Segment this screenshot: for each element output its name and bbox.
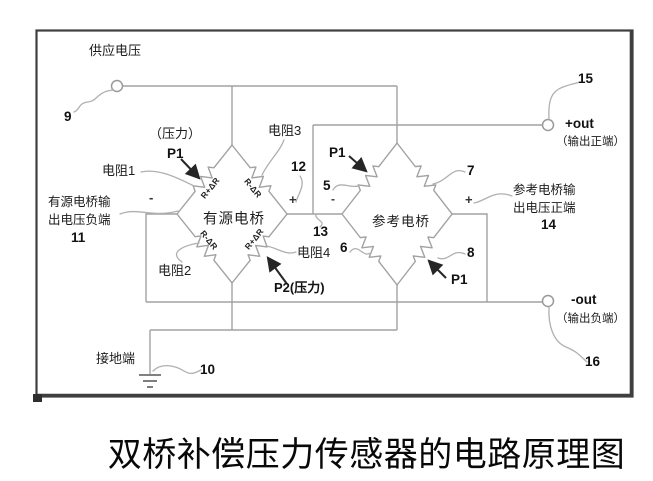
arrow-p1-active bbox=[180, 158, 201, 180]
label-negout: -out bbox=[571, 292, 597, 307]
label-12: 12 bbox=[291, 159, 307, 174]
active-resistor-bottom-left bbox=[176, 213, 233, 284]
label-p1-ref-top: P1 bbox=[329, 145, 346, 160]
active-resistor-top-left bbox=[176, 144, 233, 215]
label-plus-active: + bbox=[289, 192, 297, 207]
wires bbox=[117, 85, 548, 374]
label-9: 9 bbox=[64, 109, 72, 124]
label-plus-ref: + bbox=[465, 192, 473, 207]
label-6: 6 bbox=[340, 240, 348, 255]
label-11: 11 bbox=[71, 230, 86, 245]
label-resistor3: 电阻3 bbox=[268, 123, 302, 138]
figure-border bbox=[33, 29, 634, 402]
ground-icon bbox=[139, 374, 161, 388]
label-ref-out-pos: 参考电桥输 出电压正端 bbox=[513, 183, 576, 215]
label-10: 10 bbox=[200, 362, 216, 377]
label-ref-bridge: 参考电桥 bbox=[372, 214, 430, 229]
label-posout-sub: （输出正端） bbox=[556, 136, 625, 148]
label-resistor1: 电阻1 bbox=[102, 163, 136, 178]
leader-7 bbox=[432, 170, 466, 185]
label-resistor4: 电阻4 bbox=[297, 245, 331, 260]
active-resistor-bottom-right bbox=[231, 213, 288, 284]
label-15: 15 bbox=[578, 71, 594, 86]
negout-terminal-icon bbox=[541, 294, 555, 308]
leader-resistor4 bbox=[265, 245, 297, 254]
label-posout: +out bbox=[565, 116, 594, 131]
leader-12 bbox=[295, 175, 303, 203]
wire-active-left-rail bbox=[145, 213, 177, 302]
ref-resistor-top-left bbox=[341, 142, 398, 215]
label-8: 8 bbox=[467, 245, 475, 260]
label-active-out-neg: 有源电桥输 出电压负端 bbox=[48, 195, 111, 227]
leader-lines bbox=[73, 81, 588, 375]
label-14: 14 bbox=[541, 217, 557, 232]
leader-11 bbox=[119, 210, 179, 215]
arrow-p2-active bbox=[266, 256, 288, 285]
posout-terminal-icon bbox=[541, 118, 555, 132]
leader-resistor3 bbox=[261, 139, 285, 176]
leader-resistor2 bbox=[175, 242, 200, 263]
label-7: 7 bbox=[467, 163, 475, 178]
leader-14 bbox=[473, 193, 513, 204]
label-p2-pressure: P2(压力) bbox=[274, 280, 325, 295]
ref-resistor-top-right bbox=[396, 142, 453, 215]
supply-terminal-icon bbox=[110, 79, 124, 93]
wire-ref-right-rail bbox=[452, 213, 488, 302]
leader-9 bbox=[73, 89, 114, 113]
leader-5 bbox=[332, 184, 362, 191]
label-negout-sub: （输出负端） bbox=[556, 313, 625, 325]
pressure-arrows bbox=[180, 155, 447, 285]
arrow-p1-ref-top bbox=[348, 155, 368, 173]
label-p1-active: P1 bbox=[167, 146, 184, 161]
ref-resistor-bottom-right bbox=[396, 213, 453, 286]
label-5: 5 bbox=[323, 178, 331, 193]
reference-bridge bbox=[341, 142, 453, 286]
label-p1-ref-bottom: P1 bbox=[451, 272, 468, 287]
border-corner-mark bbox=[33, 394, 42, 402]
leader-15 bbox=[548, 81, 581, 120]
label-ground: 接地端 bbox=[96, 351, 136, 366]
arrow-p1-ref-bottom bbox=[427, 259, 447, 279]
leader-16 bbox=[548, 306, 588, 363]
label-supply-voltage: 供应电压 bbox=[89, 43, 142, 58]
leader-13 bbox=[315, 213, 323, 228]
label-minus-ref: - bbox=[331, 192, 335, 206]
leader-8 bbox=[437, 251, 466, 260]
label-16: 16 bbox=[585, 354, 601, 369]
label-resistor2: 电阻2 bbox=[158, 263, 192, 278]
leader-10 bbox=[152, 365, 202, 375]
label-active-bridge: 有源电桥 bbox=[203, 211, 265, 228]
active-resistor-top-right bbox=[231, 144, 288, 215]
figure-caption: 双桥补偿压力传感器的电路原理图 bbox=[107, 437, 626, 474]
label-13: 13 bbox=[313, 224, 329, 239]
leader-resistor1 bbox=[140, 170, 195, 187]
label-pressure: （压力） bbox=[149, 126, 202, 141]
label-minus-active: - bbox=[149, 190, 154, 205]
terminals bbox=[110, 79, 555, 308]
leader-6 bbox=[349, 248, 372, 255]
active-bridge bbox=[176, 144, 288, 284]
ref-resistor-bottom-left bbox=[341, 213, 398, 286]
